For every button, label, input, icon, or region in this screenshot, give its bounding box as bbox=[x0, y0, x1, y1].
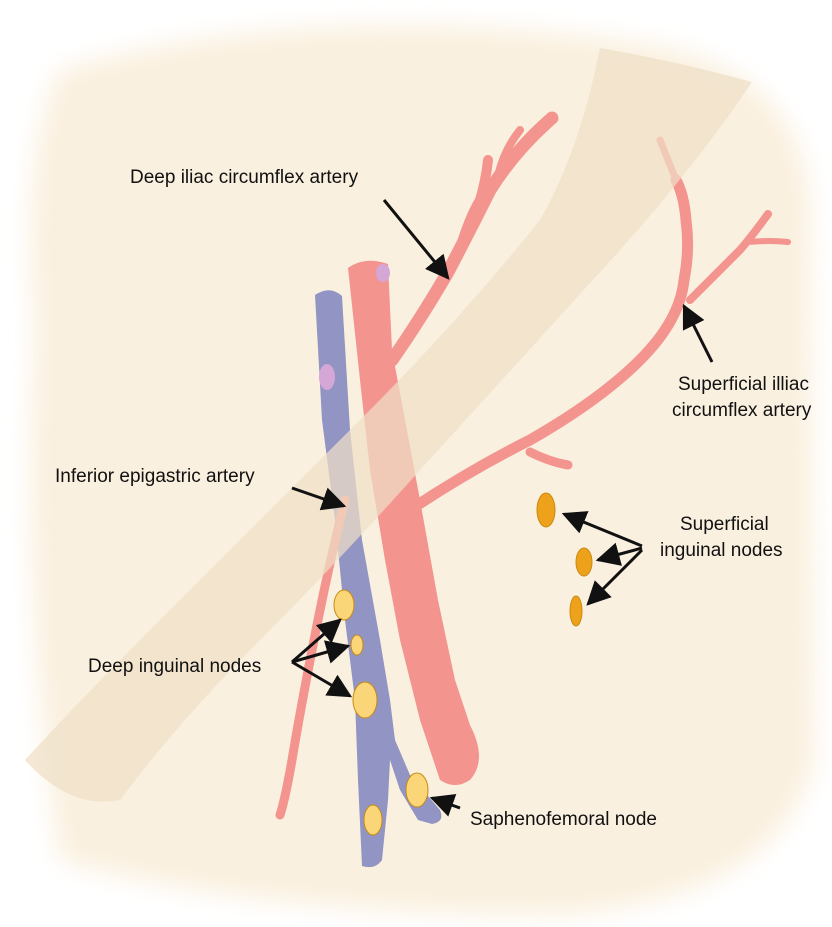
label-superficial-nodes-line1: Superficial bbox=[680, 514, 769, 535]
label-inferior-epigastric-artery: Inferior epigastric artery bbox=[55, 466, 255, 487]
saphenofemoral-node-shape bbox=[406, 773, 428, 807]
label-superficial-iliac-line1: Superficial illiac bbox=[678, 374, 809, 395]
accent-node-vein bbox=[319, 364, 335, 390]
deep-inguinal-node bbox=[353, 682, 377, 718]
superficial-inguinal-node bbox=[576, 548, 592, 576]
label-saphenofemoral-node: Saphenofemoral node bbox=[470, 809, 657, 830]
label-deep-inguinal-nodes: Deep inguinal nodes bbox=[88, 656, 261, 677]
accent-node-artery bbox=[376, 264, 390, 282]
superficial-iliac-branch-2 bbox=[748, 241, 788, 242]
superficial-inguinal-node bbox=[570, 596, 582, 626]
deep-inguinal-node bbox=[351, 635, 363, 655]
deep-inguinal-node bbox=[334, 590, 354, 620]
superficial-inguinal-node bbox=[537, 493, 555, 527]
label-superficial-nodes-line2: inguinal nodes bbox=[660, 540, 783, 561]
label-deep-iliac-circumflex-artery: Deep iliac circumflex artery bbox=[130, 167, 359, 188]
deep-inguinal-node bbox=[364, 805, 382, 835]
label-superficial-iliac-line2: circumflex artery bbox=[672, 400, 812, 421]
